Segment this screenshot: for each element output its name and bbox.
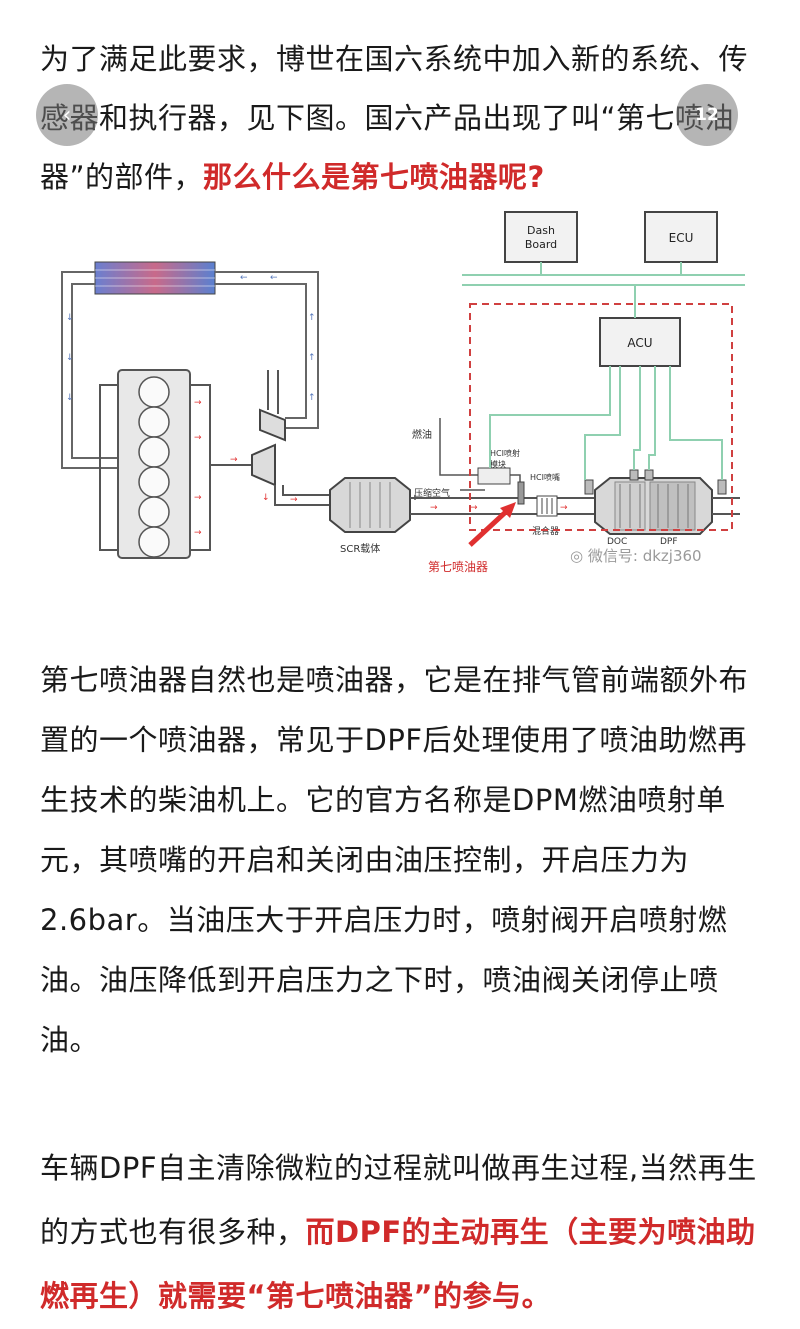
page-indicator-label: 12: [695, 105, 719, 125]
hci-module: [477, 467, 511, 485]
page-indicator-button[interactable]: 12: [676, 84, 738, 146]
ecu-label: ECU: [669, 231, 694, 245]
svg-text:→: →: [194, 493, 202, 503]
conclusion-highlight: 而DPF的主动再生（主要为喷油助燃再生）就需要“第七喷油器”的参与。: [40, 1215, 756, 1313]
conclusion-text: 车辆DPF自主清除微粒的过程就叫做再生过程,当然再生的方式也有很多种，: [40, 1151, 757, 1249]
intro-text: 为了满足此要求，博世在国六系统中加入新的系统、传感器和执行器，见下图。国六产品出…: [40, 42, 749, 194]
can-bus: [462, 262, 745, 480]
svg-text:→: →: [194, 433, 202, 443]
acu-label: ACU: [627, 336, 652, 350]
aftertreatment-boundary: [469, 303, 733, 531]
svg-text:→: →: [290, 495, 298, 505]
diagram-svg: ↓↓↓ ↑↑↑ ←← →→→→ → →↓ SCR载体 →→→ 燃油 压缩空: [61, 211, 745, 574]
doc-label: DOC: [607, 537, 627, 547]
svg-text:↑: ↑: [308, 353, 316, 363]
hci-module-label-1: HCI喷射: [490, 448, 520, 458]
svg-text:←: ←: [240, 273, 248, 283]
svg-text:→: →: [430, 503, 438, 513]
aftertreatment-diagram: ↓↓↓ ↑↑↑ ←← →→→→ → →↓ SCR载体 →→→ 燃油 压缩空: [0, 200, 800, 600]
ecu-box: [644, 211, 718, 263]
body-paragraph: 第七喷油器自然也是喷油器，它是在排气管前端额外布置的一个喷油器，常见于DPF后处…: [40, 663, 749, 1057]
svg-text:↓: ↓: [66, 393, 74, 403]
compressed-air-label: 压缩空气: [414, 487, 450, 499]
svg-text:←: ←: [270, 273, 278, 283]
svg-text:→: →: [194, 398, 202, 408]
svg-text:↓: ↓: [66, 353, 74, 363]
chevron-left-icon: ‹: [62, 102, 72, 128]
hci-nozzle-label: HCI喷嘴: [530, 472, 560, 482]
intro-question: 那么什么是第七喷油器呢?: [203, 160, 545, 194]
intro-paragraph: 为了满足此要求，博世在国六系统中加入新的系统、传感器和执行器，见下图。国六产品出…: [40, 30, 770, 207]
acu-box: [599, 317, 681, 367]
wechat-watermark: ◎ 微信号: dkzj360: [570, 545, 702, 566]
hci-module-label-2: 模块: [490, 459, 506, 469]
back-button[interactable]: ‹: [36, 84, 98, 146]
fuel-label: 燃油: [412, 428, 432, 441]
svg-text:↑: ↑: [308, 313, 316, 323]
hci-nozzle: [517, 481, 525, 505]
dpf-label: DPF: [660, 537, 678, 547]
svg-text:→: →: [230, 455, 238, 465]
dash-board-label-1: Dash: [527, 224, 555, 237]
coolant-loop: [61, 271, 319, 469]
svg-text:↑: ↑: [308, 393, 316, 403]
watermark-text: 微信号: dkzj360: [587, 547, 702, 565]
seventh-injector-label: 第七喷油器: [428, 560, 488, 574]
scr-label: SCR载体: [340, 543, 380, 555]
pointer-arrow: [468, 506, 512, 547]
svg-text:↓: ↓: [262, 493, 270, 503]
svg-text:→: →: [560, 503, 568, 513]
wechat-icon: ◎: [570, 547, 584, 565]
dash-board-label-2: Board: [525, 238, 557, 251]
svg-text:→: →: [470, 503, 478, 513]
cylinders: [138, 376, 170, 558]
svg-text:→: →: [194, 528, 202, 538]
turbocharger: [251, 443, 276, 487]
dash-board-box: [504, 211, 578, 263]
svg-text:↓: ↓: [66, 313, 74, 323]
conclusion-paragraph: 车辆DPF自主清除微粒的过程就叫做再生过程,当然再生的方式也有很多种，而DPF的…: [40, 1136, 770, 1328]
